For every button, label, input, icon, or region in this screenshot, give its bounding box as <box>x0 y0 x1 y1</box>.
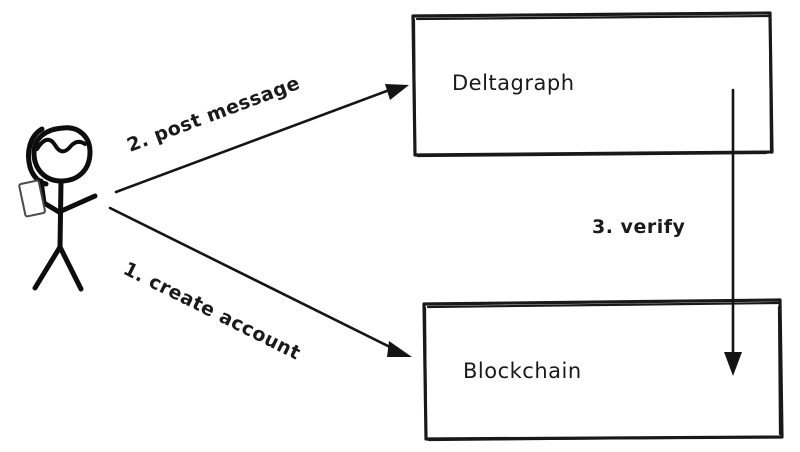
edge-post-message-label: 2. post message <box>124 72 303 157</box>
edge-create-account-arrow <box>108 206 412 357</box>
node-blockchain-label: Blockchain <box>463 359 582 383</box>
node-blockchain-box[interactable] <box>422 298 784 442</box>
figure-right-arm-icon <box>56 193 98 215</box>
node-deltagraph-box[interactable] <box>411 11 774 158</box>
edge-create-account-label: 1. create account <box>120 258 304 365</box>
blockchain-box-outline-overlay <box>423 301 782 442</box>
edge-post-message-arrowhead <box>385 84 409 100</box>
deltagraph-box-outline-overlay <box>412 14 773 158</box>
figure-left-leg-icon <box>32 244 63 291</box>
edge-create-account-arrowhead <box>387 341 412 357</box>
figure-face-squiggle-icon <box>35 137 87 154</box>
edge-verify-arrowhead <box>724 352 742 376</box>
edge-post-message-line <box>114 87 394 194</box>
figure-body-icon <box>57 179 64 250</box>
edge-verify-label: 3. verify <box>592 216 685 238</box>
figure-head-icon <box>31 125 93 184</box>
phone-icon <box>18 179 46 218</box>
figure-right-leg-icon <box>57 244 84 292</box>
node-deltagraph-label: Deltagraph <box>452 71 575 95</box>
stick-figure-actor <box>18 125 98 292</box>
edge-create-account-line <box>108 206 396 351</box>
edge-post-message-arrow <box>114 84 409 194</box>
edge-verify-arrow <box>724 88 742 376</box>
